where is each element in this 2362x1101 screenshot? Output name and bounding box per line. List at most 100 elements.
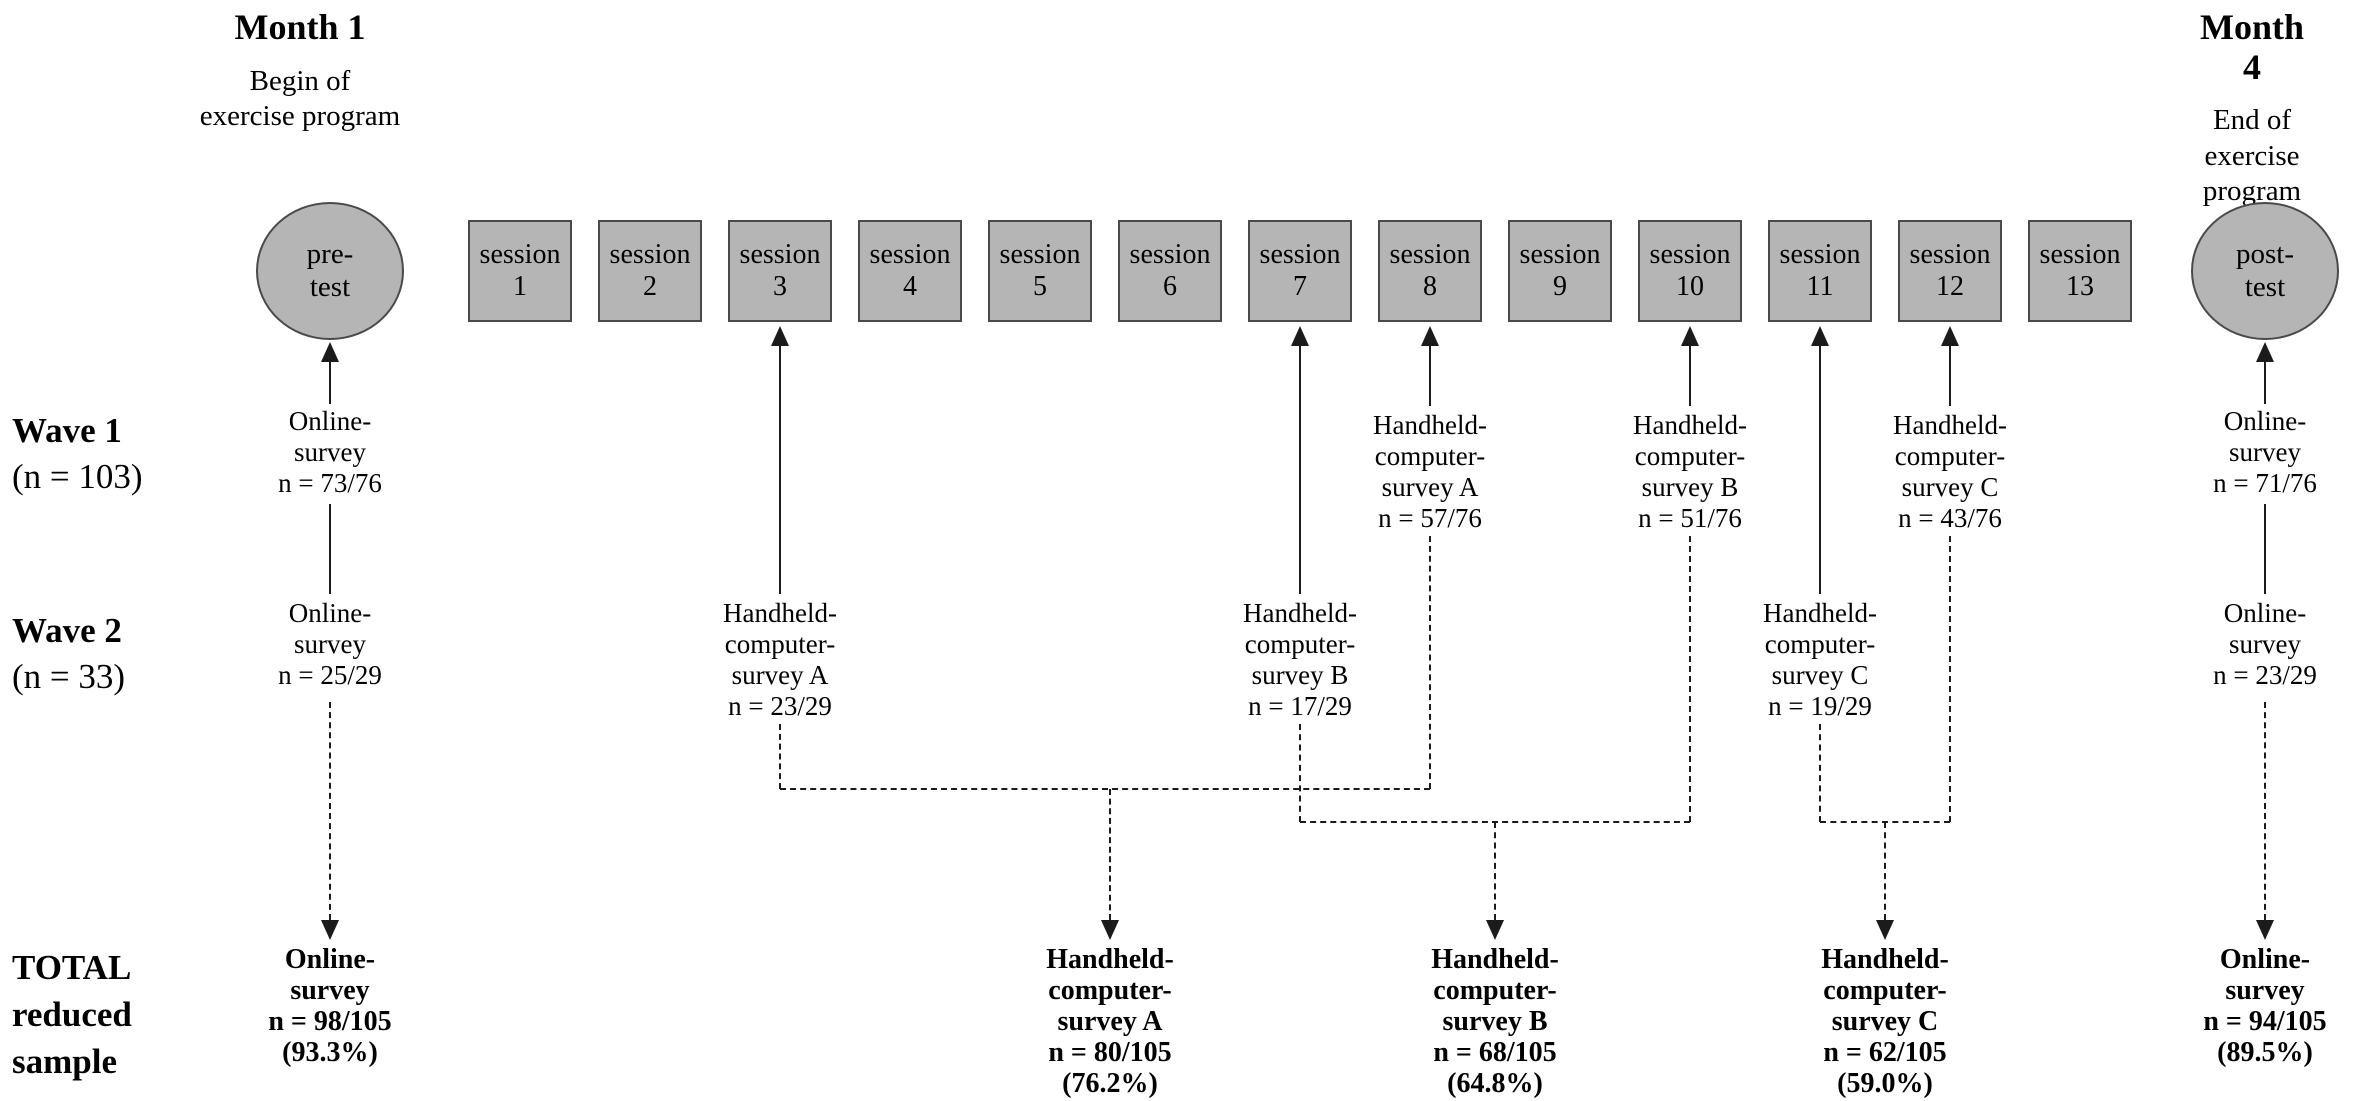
- session-box-word: session: [739, 238, 821, 270]
- wave2-drop-line: [779, 724, 781, 789]
- arrowhead-up: [771, 326, 789, 346]
- session-box-word: session: [1779, 238, 1861, 270]
- wave1-wave2-link: [2264, 504, 2266, 594]
- wave2-entry-line: Handheld-: [1763, 598, 1877, 628]
- wave2-entry-line: Online-: [288, 598, 372, 628]
- wave2-entry-line: survey A: [731, 660, 829, 690]
- total-drop-line: [1494, 822, 1496, 920]
- wave1-entry-line: survey: [2229, 437, 2301, 467]
- wave2-entry-line: n = 19/29: [1768, 691, 1872, 721]
- session-box-word: session: [2039, 238, 2121, 270]
- wave1-entry-line: survey A: [1381, 472, 1479, 502]
- wave1-entry-line: survey: [294, 437, 366, 467]
- session-box-number: 4: [903, 271, 917, 302]
- total-entry-line: survey B: [1442, 1006, 1548, 1037]
- total-entry-line: n = 98/105: [268, 1006, 392, 1037]
- total-entry-line: computer-: [1048, 975, 1172, 1006]
- total-entry-line: computer-: [1433, 975, 1557, 1006]
- wave2-entry-line: n = 17/29: [1248, 691, 1352, 721]
- total-drop-line: [1109, 789, 1111, 920]
- wave1-up-arrow: [329, 358, 331, 404]
- wave1-drop-line: [1689, 536, 1691, 822]
- wave2-up-arrow: [1299, 342, 1301, 594]
- merge-bracket-line: [780, 788, 1430, 790]
- total-entry-line: survey C: [1831, 1006, 1939, 1037]
- session-box-word: session: [1909, 238, 1991, 270]
- total-entry-line: n = 62/105: [1823, 1037, 1947, 1068]
- session-box-number: 1: [513, 271, 527, 302]
- total-entry-line: survey: [2225, 975, 2305, 1006]
- wave2-drop-line: [1819, 724, 1821, 822]
- arrowhead-down: [321, 920, 339, 940]
- wave2-row-label: Wave 2 (n = 33): [12, 611, 126, 696]
- arrowhead-up: [1421, 326, 1439, 346]
- session-box-number: 12: [1936, 271, 1964, 302]
- arrowhead-down: [1876, 920, 1894, 940]
- total-entry-line: Handheld-: [1821, 944, 1949, 975]
- arrowhead-up: [1811, 326, 1829, 346]
- session-box-word: session: [1389, 238, 1471, 270]
- arrowhead-down: [1101, 920, 1119, 940]
- month-4-subtitle: End of exercise program: [2202, 104, 2302, 207]
- arrowhead-up: [1681, 326, 1699, 346]
- session-box-number: 6: [1163, 271, 1177, 302]
- pretest-ellipse-label: test: [309, 271, 351, 303]
- wave2-entry-line: n = 25/29: [278, 660, 382, 690]
- month-4-header: Month 4 End of exercise program: [2197, 7, 2307, 209]
- total-entry-line: (89.5%): [2217, 1037, 2313, 1068]
- session-box-number: 2: [643, 271, 657, 302]
- month-4-title: Month 4: [2199, 7, 2304, 87]
- arrowhead-up: [1291, 326, 1309, 346]
- wave1-entry-line: n = 43/76: [1898, 503, 2002, 533]
- session-box-word: session: [1129, 238, 1211, 270]
- wave2-drop-line: [1299, 724, 1301, 822]
- wave2-entry-line: n = 23/29: [2213, 660, 2317, 690]
- wave2-up-arrow: [779, 342, 781, 594]
- total-drop-line: [1884, 822, 1886, 920]
- total-row-label: TOTAL reduced sample: [12, 948, 132, 1081]
- wave1-up-arrow: [1689, 342, 1691, 406]
- arrowhead-up: [321, 342, 339, 362]
- total-drop-line: [2264, 702, 2266, 920]
- total-entry-line: (59.0%): [1837, 1068, 1933, 1099]
- wave1-entry-line: survey C: [1901, 472, 1999, 502]
- total-entry-line: Online-: [284, 944, 376, 975]
- session-box-number: 7: [1293, 271, 1307, 302]
- wave2-entry-line: n = 23/29: [728, 691, 832, 721]
- total-entry-line: n = 94/105: [2203, 1006, 2327, 1037]
- wave2-entry-line: Handheld-: [1243, 598, 1357, 628]
- wave2-entry-line: survey: [2229, 629, 2301, 659]
- arrowhead-down: [1486, 920, 1504, 940]
- wave1-entry-line: Online-: [288, 406, 372, 436]
- wave2-entry-line: survey: [294, 629, 366, 659]
- wave2-up-arrow: [1819, 342, 1821, 594]
- wave1-entry-line: Handheld-: [1633, 410, 1747, 440]
- wave2-entry-line: Online-: [2223, 598, 2307, 628]
- arrowhead-up: [2256, 342, 2274, 362]
- wave1-entry-line: computer-: [1634, 441, 1746, 471]
- wave1-entry-line: n = 57/76: [1378, 503, 1482, 533]
- wave1-up-arrow: [2264, 358, 2266, 404]
- wave1-entry-line: n = 73/76: [278, 468, 382, 498]
- session-box-number: 3: [773, 271, 787, 302]
- total-entry-line: n = 80/105: [1048, 1037, 1172, 1068]
